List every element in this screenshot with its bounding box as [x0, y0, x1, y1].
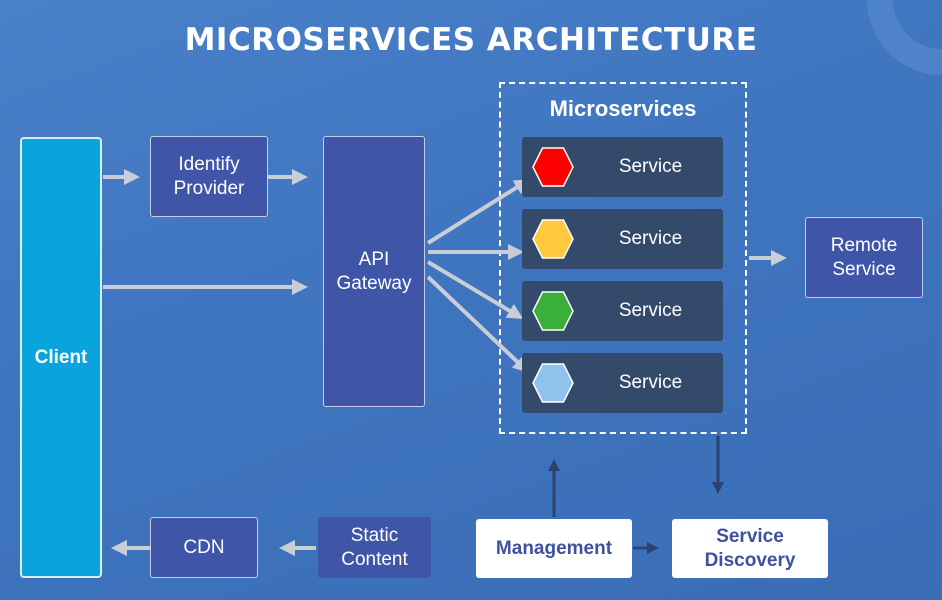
arrow-gateway-to-service-3 — [426, 260, 524, 320]
hexagon-icon-red — [532, 147, 574, 187]
management-node: Management — [476, 519, 632, 578]
microservices-container — [499, 82, 747, 434]
hexagon-icon-light-blue — [532, 363, 574, 403]
page-title: MICROSERVICES ARCHITECTURE — [184, 22, 758, 58]
api-gateway-node: API Gateway — [323, 136, 425, 407]
hexagon-icon-yellow — [532, 219, 574, 259]
microservices-title: Microservices — [549, 96, 697, 121]
service-label: Service — [618, 372, 683, 393]
static-content-node: Static Content — [318, 517, 431, 578]
hexagon-icon-green — [532, 291, 574, 331]
service-card-2: Service — [522, 209, 723, 269]
client-node: Client — [20, 137, 102, 578]
arrow-gateway-to-service-1 — [426, 178, 531, 245]
cdn-node: CDN — [150, 517, 258, 578]
service-label: Service — [618, 156, 683, 177]
arrow-gateway-to-service-4 — [426, 275, 529, 373]
remote-service-node: Remote Service — [805, 217, 923, 298]
service-label: Service — [618, 300, 683, 321]
service-card-3: Service — [522, 281, 723, 341]
identify-provider-node: Identify Provider — [150, 136, 268, 217]
service-card-4: Service — [522, 353, 723, 413]
service-card-1: Service — [522, 137, 723, 197]
service-discovery-node: Service Discovery — [672, 519, 828, 578]
service-label: Service — [618, 228, 683, 249]
